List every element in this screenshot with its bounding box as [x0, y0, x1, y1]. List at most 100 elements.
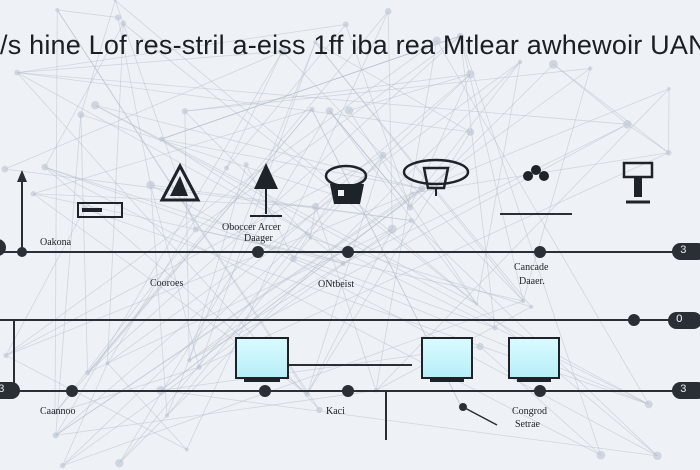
- network-line: [553, 63, 628, 125]
- label-oboccer-arcer: Oboccer Arcer: [222, 222, 281, 233]
- network-line: [293, 194, 335, 259]
- network-line: [54, 9, 58, 414]
- network-line: [118, 110, 330, 464]
- network-node: [667, 87, 671, 91]
- network-node: [476, 342, 484, 351]
- node: [252, 246, 264, 258]
- network-line: [627, 123, 669, 154]
- network-line: [329, 110, 411, 208]
- network-node: [3, 352, 9, 359]
- tower-icon: [622, 161, 654, 204]
- label-daaer: Daaer.: [519, 276, 545, 287]
- network-node: [644, 400, 653, 409]
- network-line: [54, 229, 197, 414]
- edge-pill-left-2: 3: [0, 382, 20, 399]
- network-line: [55, 51, 283, 436]
- network-line: [459, 35, 602, 456]
- network-line: [189, 68, 591, 361]
- network-line: [4, 168, 412, 221]
- network-node: [84, 370, 91, 376]
- label-congrod: Congrod: [512, 406, 547, 417]
- network-line: [33, 193, 524, 302]
- node: [66, 385, 78, 397]
- network-node: [278, 47, 287, 56]
- network-line: [5, 192, 413, 356]
- cooking-pot-icon: [324, 164, 368, 204]
- network-line: [55, 194, 335, 436]
- node: [17, 247, 27, 257]
- network-line: [44, 23, 124, 168]
- network-line: [56, 9, 308, 395]
- network-line: [114, 0, 658, 457]
- label-oakona: Oakona: [40, 237, 72, 248]
- network-node: [113, 0, 117, 2]
- network-line: [161, 138, 423, 190]
- network-line: [17, 24, 346, 73]
- network-line: [186, 11, 389, 450]
- network-line: [522, 68, 591, 302]
- network-line: [314, 42, 524, 302]
- network-node: [596, 450, 606, 460]
- gauge-icon: [402, 158, 470, 196]
- network-node: [432, 36, 441, 45]
- network-line: [553, 63, 669, 154]
- network-line: [436, 40, 650, 405]
- label-ontbeist: ONtbeist: [318, 279, 355, 290]
- network-line: [195, 35, 461, 230]
- network-line: [459, 35, 496, 328]
- monitor-screen-2: [421, 337, 473, 382]
- label-daager: Daager: [244, 233, 273, 244]
- network-line: [314, 42, 532, 308]
- pointer-line: [462, 406, 498, 426]
- bar-icon: [77, 202, 123, 218]
- edge-pill-right-1: 3: [672, 243, 700, 260]
- network-line: [412, 88, 670, 194]
- label-cooroes: Cooroes: [150, 278, 184, 289]
- network-line: [184, 68, 591, 112]
- network-node: [529, 304, 534, 309]
- network-line: [62, 363, 108, 466]
- label-cancade: Cancade: [514, 262, 549, 273]
- network-line: [44, 166, 602, 456]
- network-line: [80, 114, 88, 373]
- network-line: [17, 50, 283, 73]
- network-line: [62, 300, 524, 466]
- node: [459, 403, 467, 411]
- network-line: [95, 104, 423, 190]
- network-line: [16, 72, 307, 234]
- network-line: [123, 23, 477, 305]
- network-line: [107, 362, 187, 450]
- network-line: [5, 355, 187, 450]
- network-line: [184, 110, 311, 239]
- node: [342, 385, 354, 397]
- network-line: [57, 9, 119, 18]
- pyramid-icon: [159, 162, 201, 202]
- network-line: [44, 166, 344, 264]
- label-setrae: Setrae: [515, 419, 540, 430]
- network-node: [588, 66, 593, 71]
- network-node: [41, 163, 49, 171]
- network-line: [44, 166, 496, 329]
- network-node: [344, 106, 354, 115]
- network-line: [195, 229, 344, 264]
- network-line: [476, 61, 521, 305]
- network-line: [4, 50, 283, 170]
- lamp-icon: [250, 163, 282, 217]
- network-node: [342, 21, 349, 28]
- network-line: [117, 17, 152, 186]
- node: [259, 385, 271, 397]
- network-line: [107, 167, 227, 364]
- network-node: [517, 59, 523, 65]
- network-line: [87, 11, 389, 374]
- network-line: [459, 35, 524, 302]
- diagram-title: /s hine Lof res-stril a-eiss 1ff iba rea…: [0, 30, 700, 60]
- network-node: [408, 217, 414, 224]
- network-node: [1, 165, 9, 173]
- network-line: [62, 73, 471, 466]
- network-line: [375, 40, 438, 391]
- edge-pill-right-3: 3: [672, 382, 700, 399]
- node: [342, 246, 354, 258]
- network-line: [55, 114, 82, 436]
